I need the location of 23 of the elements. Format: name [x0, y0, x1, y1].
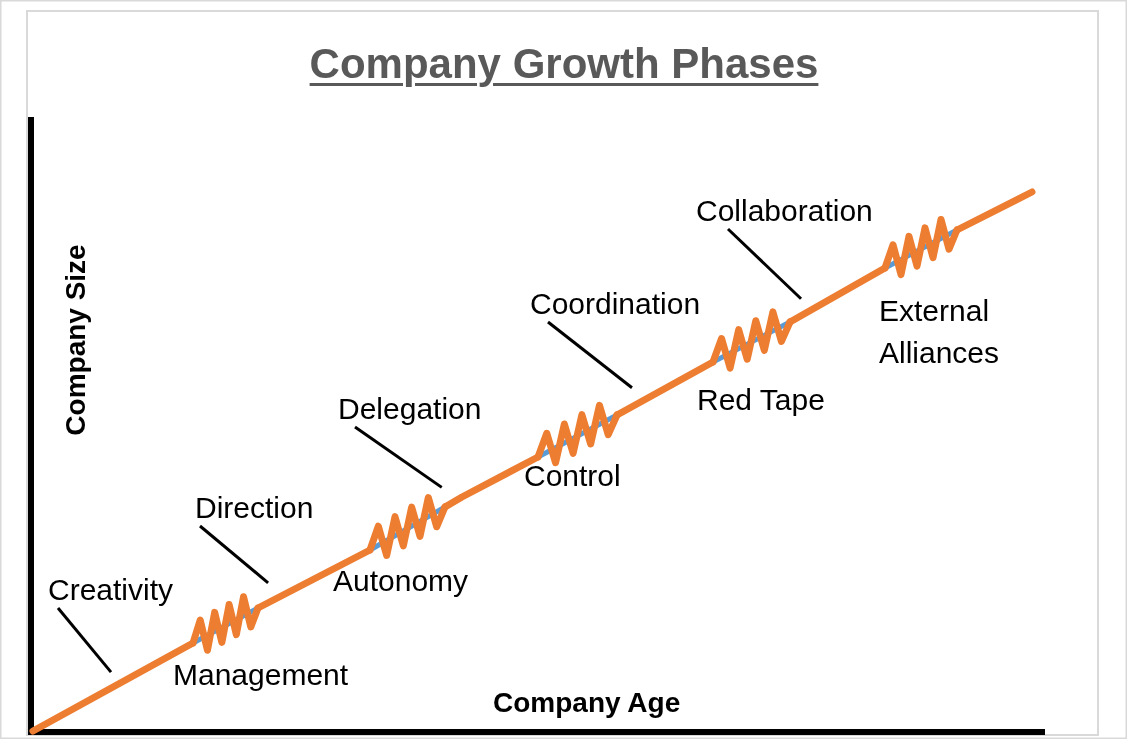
crisis-label: External Alliances: [879, 293, 1001, 371]
crisis-label: Autonomy: [333, 564, 469, 598]
zigzag-spring: [881, 215, 961, 279]
leader-line: [726, 227, 803, 300]
phase-label: Delegation: [338, 392, 482, 426]
axis-title: Company Age: [493, 686, 681, 720]
crisis-label: Red Tape: [697, 383, 825, 417]
phase-label: Collaboration: [696, 194, 873, 228]
phase-label: Coordination: [530, 287, 701, 321]
axis-title: Company Size: [59, 244, 92, 436]
leader-line: [56, 607, 113, 674]
leader-line: [354, 425, 443, 489]
zigzag-spring: [366, 494, 449, 559]
crisis-label: Management: [173, 658, 349, 692]
crisis-label: Control: [524, 459, 621, 493]
growth-line-segment: [953, 188, 1036, 234]
chart-title: Company Growth Phases: [309, 40, 819, 88]
leader-line: [547, 320, 633, 389]
zigzag-spring: [189, 593, 262, 654]
phase-label: Creativity: [48, 573, 174, 607]
leader-line: [199, 524, 270, 584]
phase-label: Direction: [195, 491, 314, 525]
zigzag-spring: [709, 308, 794, 372]
